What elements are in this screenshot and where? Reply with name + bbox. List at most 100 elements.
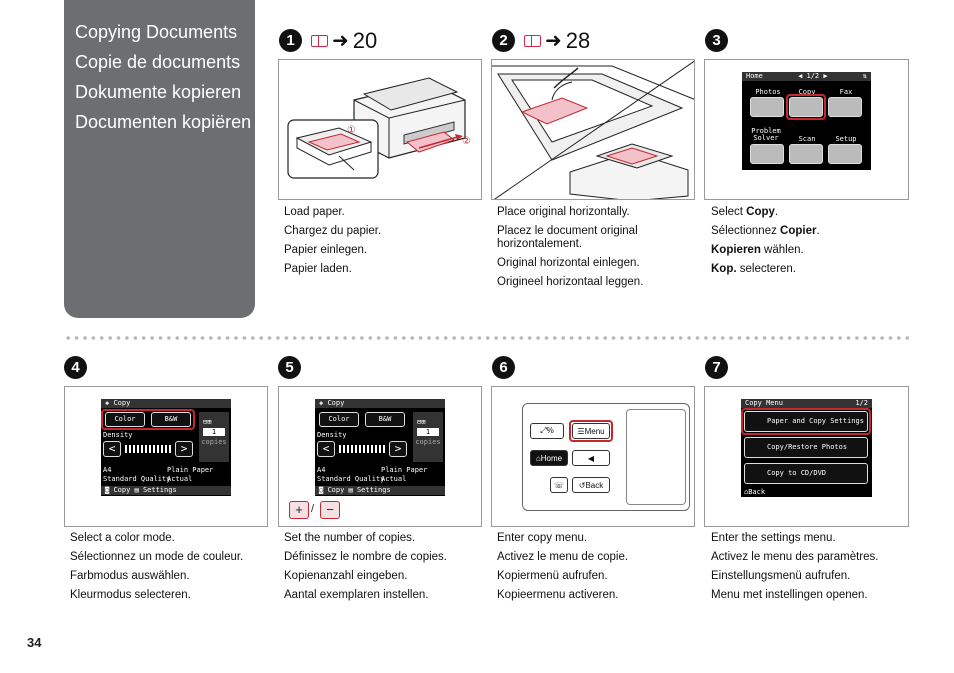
paper-copy-settings-item[interactable]: Paper and Copy Settings	[744, 411, 868, 432]
color-button[interactable]: Color	[105, 412, 145, 427]
caption-en: Set the number of copies.	[284, 532, 416, 544]
step-2-header: 2 ➜ 28	[492, 29, 590, 52]
lcd-header: Home ◀ 1/2 ▶ ⇅	[742, 72, 871, 81]
caption-de: Kopienanzahl eingeben.	[284, 570, 408, 582]
step-3-caption: Select Copy. Sélectionnez Copier. Kopier…	[711, 206, 901, 282]
copy-lcd-screen: ◈ Copy Color B&W Density < > ⊟⊞ 1 copies…	[315, 399, 445, 496]
caption-en: Select a color mode.	[70, 532, 175, 544]
caption-fr: Définissez le nombre de copies.	[284, 551, 447, 563]
increase-density-button[interactable]: >	[389, 441, 407, 457]
copy-menu-lcd-screen: Copy Menu 1/2 Paper and Copy Settings Co…	[741, 399, 872, 497]
caption-de: Kopieren wählen.	[711, 244, 804, 256]
step-7-illustration: Copy Menu 1/2 Paper and Copy Settings Co…	[704, 386, 909, 527]
density-label: Density	[103, 431, 133, 439]
fit-to-page-icon[interactable]: ⤢%	[530, 423, 564, 439]
lcd-label-photos: Photos	[755, 88, 781, 96]
caption-de: Farbmodus auswählen.	[70, 570, 190, 582]
paper-size: A4	[317, 466, 326, 474]
caption-fr: Sélectionnez un mode de couleur.	[70, 551, 244, 563]
caption-en: Place original horizontally.	[497, 206, 630, 218]
step-3-illustration: Home ◀ 1/2 ▶ ⇅ Photos Copy Fax Problem S…	[704, 59, 909, 200]
page-reference[interactable]: 28	[565, 27, 591, 53]
copy-icon[interactable]	[789, 97, 823, 117]
panel-display	[626, 409, 686, 505]
caption-fr: Sélectionnez Copier.	[711, 225, 820, 237]
lcd-label-copy: Copy	[798, 88, 816, 96]
lcd-page-indicator: 1/2	[855, 399, 868, 407]
step-number: 6	[492, 356, 515, 379]
menu-highlight	[569, 420, 613, 442]
lcd-label-setup: Setup	[835, 135, 857, 143]
home-button[interactable]: ⌂Home	[530, 450, 568, 466]
redial-icon[interactable]: ☏	[550, 477, 568, 493]
caption-de: Papier einlegen.	[284, 244, 368, 256]
caption-nl: Kleurmodus selecteren.	[70, 589, 191, 601]
step-5-illustration: ◈ Copy Color B&W Density < > ⊟⊞ 1 copies…	[278, 386, 482, 527]
step-number: 3	[705, 29, 728, 52]
copy-restore-photos-item[interactable]: Copy/Restore Photos	[744, 437, 868, 458]
menu-button[interactable]: ☰Menu	[572, 423, 610, 439]
step-1-illustration: ① ②	[278, 59, 482, 200]
scan-icon[interactable]	[789, 144, 823, 164]
caption-en: Load paper.	[284, 206, 345, 218]
lcd-page-indicator: ◀ 1/2 ▶	[798, 72, 828, 80]
dotted-separator	[64, 336, 910, 340]
color-button[interactable]: Color	[319, 412, 359, 427]
sort-icon: ⇅	[862, 72, 867, 80]
step-6-illustration: ⤢% ☰Menu ⌂Home ◀ ☏ ↺Back	[491, 386, 695, 527]
step-number: 1	[279, 29, 302, 52]
caption-nl: Aantal exemplaren instellen.	[284, 589, 429, 601]
lcd-home-label: Home	[746, 72, 763, 80]
caption-de: Original horizontal einlegen.	[497, 257, 640, 269]
bw-button[interactable]: B&W	[151, 412, 191, 427]
zoom-value: Actual	[381, 475, 407, 483]
caption-nl: Kop. selecteren.	[711, 263, 797, 275]
back-button[interactable]: ↺Back	[572, 477, 610, 493]
color-mode-highlight	[101, 409, 195, 430]
title-nl: Documenten kopiëren	[75, 112, 252, 132]
decrease-density-button[interactable]: <	[317, 441, 335, 457]
increase-density-button[interactable]: >	[175, 441, 193, 457]
caption-en: Enter copy menu.	[497, 532, 588, 544]
left-arrow-button[interactable]: ◀	[572, 450, 610, 466]
page-number: 34	[27, 635, 42, 650]
step-5-caption: Set the number of copies. Définissez le …	[284, 532, 479, 608]
caption-en: Enter the settings menu.	[711, 532, 836, 544]
home-lcd-screen: Home ◀ 1/2 ▶ ⇅ Photos Copy Fax Problem S…	[742, 72, 871, 170]
lcd-footer: ◙ Copy ▤ Settings	[315, 486, 445, 495]
plus-button[interactable]: +	[289, 501, 309, 519]
slash-separator: /	[311, 503, 315, 515]
step-1-header: 1 ➜ 20	[279, 29, 377, 52]
control-panel	[522, 403, 690, 511]
paper-type: Plain Paper	[167, 466, 214, 474]
page-reference[interactable]: 20	[352, 27, 378, 53]
step-7-caption: Enter the settings menu. Activez le menu…	[711, 532, 906, 608]
plus-minus-icon: ⊟⊞	[203, 418, 212, 426]
step-4-header: 4	[64, 356, 87, 379]
lcd-label-fax: Fax	[839, 88, 853, 96]
bw-button[interactable]: B&W	[365, 412, 405, 427]
step-2-illustration	[491, 59, 695, 200]
caption-en: Select Copy.	[711, 206, 779, 218]
section-title-panel: Copying Documents Copie de documents Dok…	[64, 0, 255, 318]
step-2-caption: Place original horizontally. Placez le d…	[497, 206, 687, 295]
paper-type: Plain Paper	[381, 466, 428, 474]
lcd-label-scan: Scan	[798, 135, 816, 143]
photos-icon[interactable]	[750, 97, 784, 117]
copy-count: 1	[203, 428, 225, 436]
book-icon	[311, 34, 328, 47]
printer-paper-load-illustration: ① ②	[287, 77, 471, 179]
fax-icon[interactable]	[828, 97, 862, 117]
caption-nl: Papier laden.	[284, 263, 352, 275]
title-de: Dokumente kopieren	[75, 82, 242, 102]
density-bar	[125, 445, 173, 453]
decrease-density-button[interactable]: <	[103, 441, 121, 457]
minus-button[interactable]: −	[320, 501, 340, 519]
setup-icon[interactable]	[828, 144, 862, 164]
density-label: Density	[317, 431, 347, 439]
problem-solver-icon[interactable]	[750, 144, 784, 164]
step-number: 5	[278, 356, 301, 379]
copy-to-cd-item[interactable]: Copy to CD/DVD	[744, 463, 868, 484]
caption-de: Kopiermenü aufrufen.	[497, 570, 608, 582]
step-7-header: 7	[705, 356, 728, 379]
